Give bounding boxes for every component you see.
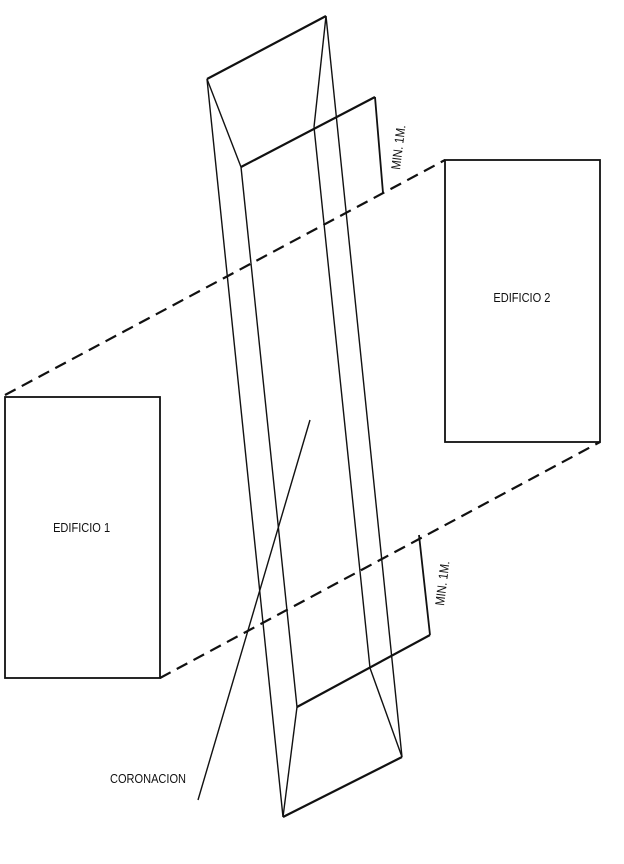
wall-top-edge — [206, 15, 327, 80]
dimension-line-top — [374, 96, 384, 194]
dimension-line-bottom — [418, 534, 431, 636]
building-2-label: EDIFICIO 2 — [493, 290, 550, 305]
wall-top-bevel-right — [313, 15, 327, 128]
building-1 — [4, 396, 161, 679]
wall-bottom-edge — [282, 756, 403, 818]
dimension-label-bottom: MIN. 1M. — [432, 560, 452, 606]
wall-inner-left-edge — [240, 166, 298, 708]
crown-label: CORONACION — [110, 771, 186, 786]
dashed-line-bottom — [159, 441, 601, 679]
wall-bottom-bevel-left — [282, 706, 298, 818]
building-1-label: EDIFICIO 1 — [53, 520, 110, 535]
wall-bottom-bevel-right — [369, 667, 403, 758]
crown-line-bottom — [296, 634, 431, 708]
wall-top-bevel-left — [206, 78, 242, 168]
dashed-line-top — [4, 159, 446, 396]
wall-inner-right-edge — [313, 126, 371, 669]
dimension-label-top: MIN. 1M. — [388, 124, 408, 170]
wall-outer-left-edge — [206, 78, 284, 818]
crown-leader-line — [197, 419, 311, 801]
wall-outer-right-edge — [325, 15, 403, 758]
building-2 — [444, 159, 601, 443]
crown-line-top — [240, 96, 376, 168]
